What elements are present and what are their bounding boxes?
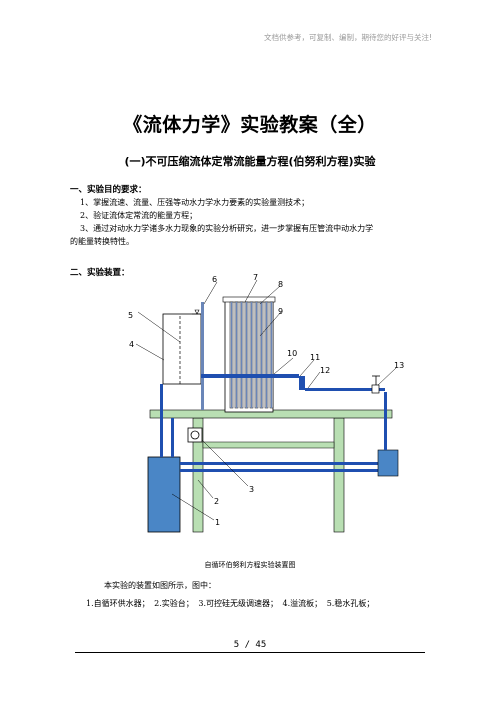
footer-rule bbox=[75, 652, 425, 653]
page-title: 《流体力学》实验教案（全） bbox=[123, 114, 377, 136]
supply-pipe-left bbox=[171, 418, 174, 457]
supply-tank bbox=[147, 456, 181, 533]
piezometer-water bbox=[260, 302, 263, 408]
page-number: 5 / 45 bbox=[233, 640, 267, 650]
controller-knob-icon bbox=[190, 430, 200, 440]
piezometer-water bbox=[270, 302, 273, 408]
piezometer-water bbox=[245, 302, 248, 408]
piezometer-water bbox=[250, 302, 253, 408]
label-3: 3 bbox=[249, 485, 254, 494]
label-8: 8 bbox=[278, 280, 283, 289]
apparatus-intro: 本实验的装置如图所示，图中： bbox=[104, 581, 216, 590]
piezometer-water bbox=[255, 302, 258, 408]
apparatus-diagram: 6 7 8 9 5 4 10 11 12 13 3 2 1 bbox=[128, 273, 404, 533]
test-pipe-large bbox=[201, 374, 299, 378]
label-4: 4 bbox=[129, 340, 134, 349]
outlet-down-pipe bbox=[384, 392, 387, 450]
label-10: 10 bbox=[287, 349, 297, 358]
return-pipe-lower bbox=[180, 469, 380, 472]
table-leg-right bbox=[333, 417, 345, 533]
label-9: 9 bbox=[278, 307, 283, 316]
objective-item-2: 2、验证流体定常流的能量方程； bbox=[80, 211, 198, 220]
speed-controller bbox=[187, 427, 203, 443]
label-12: 12 bbox=[320, 366, 330, 375]
objective-item-3: 3、通过对动水力学诸多水力现象的实验分析研究，进一步掌握有压管流中动水力学 bbox=[80, 224, 374, 233]
test-pipe-small bbox=[305, 388, 385, 391]
supply-riser bbox=[201, 302, 204, 410]
experiment-subtitle: (一)不可压缩流体定常流能量方程(伯努利方程)实验 bbox=[124, 155, 376, 168]
section-heading-objectives: 一、实验目的要求： bbox=[70, 185, 147, 195]
return-pipe-upper bbox=[180, 462, 380, 465]
label-5: 5 bbox=[128, 311, 133, 320]
water-level-icon bbox=[194, 309, 200, 315]
label-1: 1 bbox=[215, 518, 220, 527]
label-7: 7 bbox=[253, 273, 258, 282]
constant-head-tank bbox=[162, 313, 202, 385]
outlet-tank bbox=[377, 449, 399, 477]
apparatus-parts-list: 1.自循环供水器； 2.实验台； 3.可控硅无级调速器； 4.溢流板； 5.稳水… bbox=[86, 599, 375, 608]
label-6: 6 bbox=[212, 275, 217, 284]
piezometer-water bbox=[265, 302, 268, 408]
piezometer-tubes bbox=[229, 301, 274, 409]
label-2: 2 bbox=[214, 497, 219, 506]
flow-valve bbox=[371, 384, 380, 394]
piezometer-water bbox=[235, 302, 238, 408]
label-11: 11 bbox=[310, 353, 320, 362]
objective-item-3-cont: 的能量转换特性。 bbox=[70, 237, 134, 246]
piezometer-water bbox=[230, 302, 233, 408]
piezometer-water bbox=[240, 302, 243, 408]
section-heading-apparatus: 二、实验装置： bbox=[70, 268, 130, 278]
test-pipe-contraction bbox=[299, 376, 305, 390]
table-crossbar bbox=[202, 441, 335, 449]
diagram-caption: 自循环伯努利方程实验装置图 bbox=[204, 561, 296, 569]
objective-item-1: 1、掌握流速、流量、压强等动水力学水力要素的实验量测技术； bbox=[80, 198, 310, 207]
label-13: 13 bbox=[394, 361, 404, 370]
supply-pipe-outer bbox=[160, 384, 163, 457]
watermark: 文档供参考，可复制、编制，期待您的好评与关注! bbox=[263, 33, 432, 42]
